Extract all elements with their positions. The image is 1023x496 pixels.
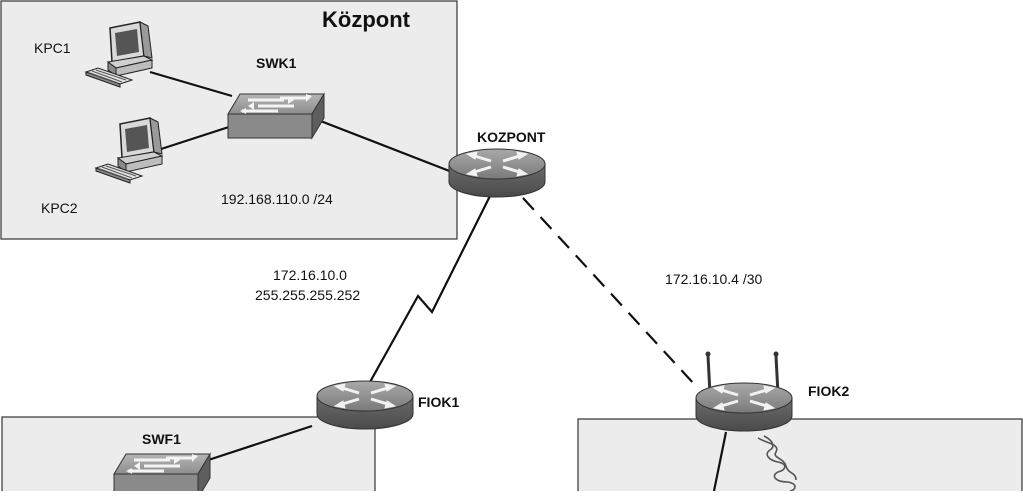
device-label-swf1: SWF1 xyxy=(142,431,181,447)
device-label-fiok1: FIOK1 xyxy=(418,394,459,410)
router-icon xyxy=(315,379,415,431)
device-label-swk1: SWK1 xyxy=(256,55,297,71)
network-label-serial-mask: 255.255.255.252 xyxy=(255,287,360,303)
network-label-serial: 172.16.10.0 xyxy=(273,267,347,283)
switch-icon xyxy=(226,92,326,140)
link-kpc2-swk1 xyxy=(157,124,233,152)
wireless-signal-icon xyxy=(757,435,797,492)
link-kozpont-fiok2 xyxy=(522,197,696,386)
network-label-wan2: 172.16.10.4 /30 xyxy=(665,271,763,287)
network-label-lan: 192.168.110.0 /24 xyxy=(221,191,333,207)
area-title-kozpont: Központ xyxy=(322,7,411,32)
link-kpc1-swk1 xyxy=(149,70,233,98)
link-fiok2-down xyxy=(712,431,728,492)
wireless-router-icon xyxy=(694,351,794,433)
device-label-kpc2: KPC2 xyxy=(41,200,78,216)
device-label-fiok2: FIOK2 xyxy=(808,383,849,399)
fiok2-area xyxy=(577,418,1023,496)
serial-link-icon xyxy=(359,195,491,401)
device-label-kozpont: KOZPONT xyxy=(477,129,546,145)
link-swk1-kozpont xyxy=(317,118,453,174)
switch-icon xyxy=(112,452,212,496)
router-icon xyxy=(447,147,547,199)
device-label-kpc1: KPC1 xyxy=(34,40,71,56)
